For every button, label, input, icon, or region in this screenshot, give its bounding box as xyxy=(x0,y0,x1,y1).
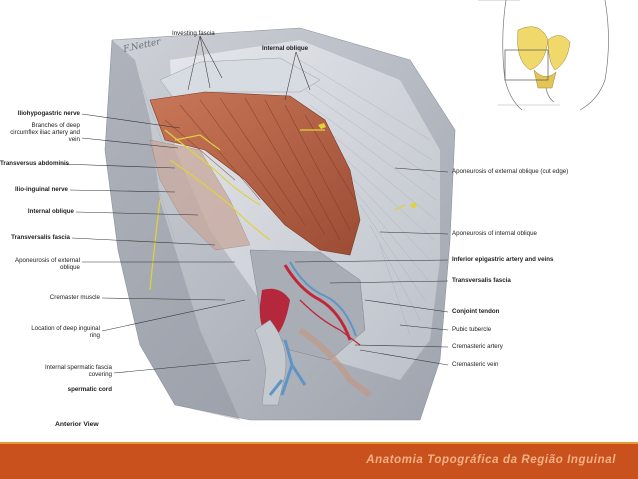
label-aponeurosis-external-oblique-left: Aponeurosis of external oblique xyxy=(14,257,80,272)
inferior-epigastric-vein xyxy=(289,261,357,337)
label-transversus-abdominis: Transversus abdominis xyxy=(0,160,70,167)
cremasteric-artery-vessel xyxy=(299,299,361,346)
label-iliohypogastric-nerve: Iliohypogastric nerve xyxy=(17,110,80,117)
label-ilio-inguinal-nerve: Ilio-inguinal nerve xyxy=(15,186,68,193)
label-pubic-tubercle: Pubic tubercle xyxy=(452,326,492,333)
flank-shading xyxy=(105,40,240,420)
label-internal-oblique-top: Internal oblique xyxy=(262,45,309,52)
inset-pelvis-diagram xyxy=(478,0,609,111)
label-internal-oblique-left: Internal oblique xyxy=(27,208,74,215)
label-aponeurosis-external-oblique-cut: Aponeurosis of external oblique (cut edg… xyxy=(452,168,569,175)
label-transversalis-fascia-right: Transversalis fascia xyxy=(452,277,511,284)
label-branches-deep-circumflex: Branches of deep circumflex iliac artery… xyxy=(10,122,80,144)
inguinal-anatomy-illustration: F.Netter xyxy=(61,0,609,421)
label-transversalis-fascia-left: Transversalis fascia xyxy=(11,234,70,241)
yellow-fat-blob xyxy=(410,202,417,209)
label-conjoint-tendon: Conjoint tendon xyxy=(452,308,500,315)
transversus-abdominis xyxy=(149,139,251,251)
label-cremasteric-vein: Cremasteric vein xyxy=(452,361,499,368)
label-location-deep-inguinal-ring: Location of deep inguinal ring xyxy=(31,325,100,340)
label-cremasteric-artery: Cremasteric artery xyxy=(452,343,503,350)
label-aponeurosis-internal-oblique: Aponeurosis of internal oblique xyxy=(452,230,537,237)
label-inferior-epigastric: Inferior epigastric artery and veins xyxy=(452,256,554,263)
label-internal-spermatic-fascia: Internal spermatic fascia covering xyxy=(44,364,112,379)
label-investing-fascia: Investing fascia xyxy=(172,30,215,37)
internal-oblique-muscle xyxy=(149,91,361,256)
footer-banner: Anatomia Topográfica da Região Inguinal xyxy=(0,442,638,479)
inferior-epigastric-vessels xyxy=(283,264,352,341)
label-cremaster-muscle: Cremaster muscle xyxy=(49,294,100,301)
cremasteric-vein-vessel xyxy=(268,339,307,396)
label-anterior-view: Anterior View xyxy=(55,421,99,428)
footer-bar: Anatomia Topográfica da Região Inguinal xyxy=(0,444,638,479)
nerves xyxy=(149,129,406,291)
footer-title: Anatomia Topográfica da Região Inguinal xyxy=(366,454,616,466)
leader-lines xyxy=(61,35,449,374)
cremaster-muscle-band xyxy=(298,327,372,398)
yellow-fat-blob-2 xyxy=(318,123,326,129)
footer-stripe xyxy=(0,442,638,444)
label-spermatic-cord: spermatic cord xyxy=(67,386,112,393)
